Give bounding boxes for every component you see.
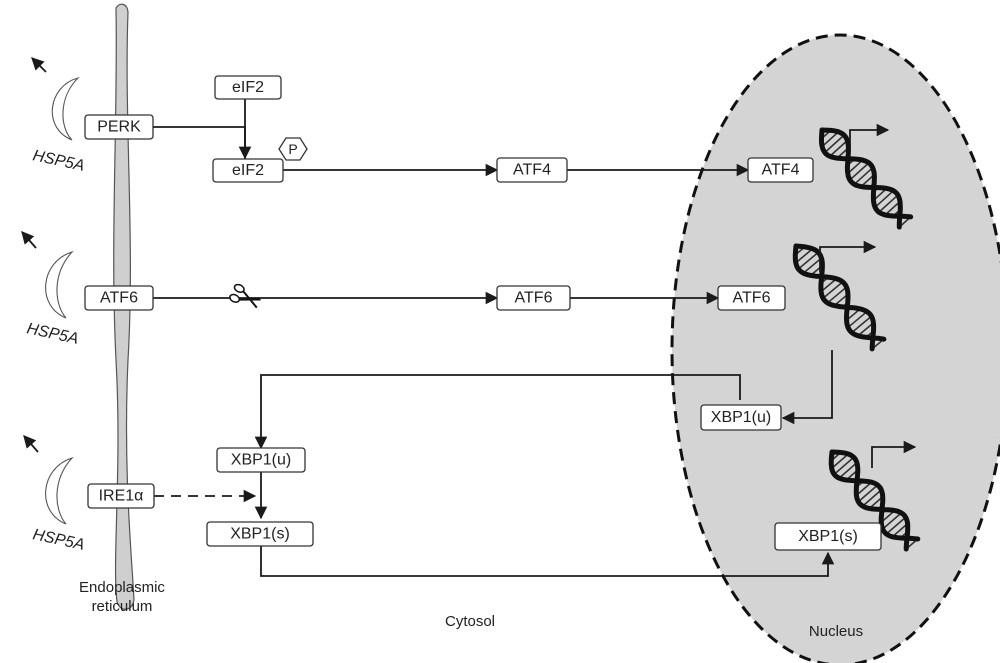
atf6-nucleus-label: ATF6 — [733, 290, 771, 307]
atf6-er-label: ATF6 — [100, 290, 138, 307]
hsp5a-label-1: HSP5A — [31, 147, 86, 175]
phosphate-label: P — [288, 141, 297, 157]
xbp1s-cytosol-label: XBP1(s) — [230, 526, 290, 543]
perk-box: PERK — [85, 115, 153, 139]
atf4-nucleus-box: ATF4 — [748, 158, 813, 182]
er-label-line2: reticulum — [92, 598, 153, 615]
xbp1s-nucleus-label: XBP1(s) — [798, 528, 858, 545]
xbp1u-export-arrow — [261, 375, 740, 448]
atf6-cytosol-box: ATF6 — [497, 286, 570, 310]
perk-to-eif2-arrow — [153, 127, 245, 158]
xbp1s-cytosol-box: XBP1(s) — [207, 522, 313, 546]
eif2-phospho-label: eIF2 — [232, 162, 264, 179]
hsp5a-label-2: HSP5A — [25, 320, 80, 348]
er-label-line1: Endoplasmic — [79, 579, 165, 596]
cytosol-label: Cytosol — [445, 613, 495, 630]
hsp5a-chaperone-2: HSP5A — [22, 232, 80, 348]
eif2-label: eIF2 — [232, 79, 264, 96]
ire1-label: IRE1α — [99, 488, 144, 505]
atf4-cytosol-label: ATF4 — [513, 162, 551, 179]
atf6-er-box: ATF6 — [85, 286, 153, 310]
hsp5a-chaperone-1: HSP5A — [31, 58, 86, 175]
xbp1u-cytosol-label: XBP1(u) — [231, 452, 291, 469]
atf6-cytosol-label: ATF6 — [515, 290, 553, 307]
atf4-cytosol-box: ATF4 — [497, 158, 567, 182]
phosphate-hexagon: P — [279, 138, 307, 160]
eif2-phospho-box: eIF2 — [213, 159, 283, 182]
atf6-nucleus-box: ATF6 — [718, 286, 785, 310]
xbp1u-cytosol-box: XBP1(u) — [217, 448, 305, 472]
perk-label: PERK — [97, 119, 141, 136]
ire1-box: IRE1α — [88, 484, 154, 508]
eif2-box: eIF2 — [215, 76, 281, 99]
xbp1u-nucleus-box: XBP1(u) — [701, 405, 781, 430]
nucleus-label: Nucleus — [809, 623, 863, 640]
xbp1s-nucleus-box: XBP1(s) — [775, 523, 881, 550]
hsp5a-label-3: HSP5A — [31, 526, 86, 554]
atf4-nucleus-label: ATF4 — [762, 162, 800, 179]
xbp1u-nucleus-label: XBP1(u) — [711, 409, 771, 426]
hsp5a-chaperone-3: HSP5A — [24, 436, 86, 554]
